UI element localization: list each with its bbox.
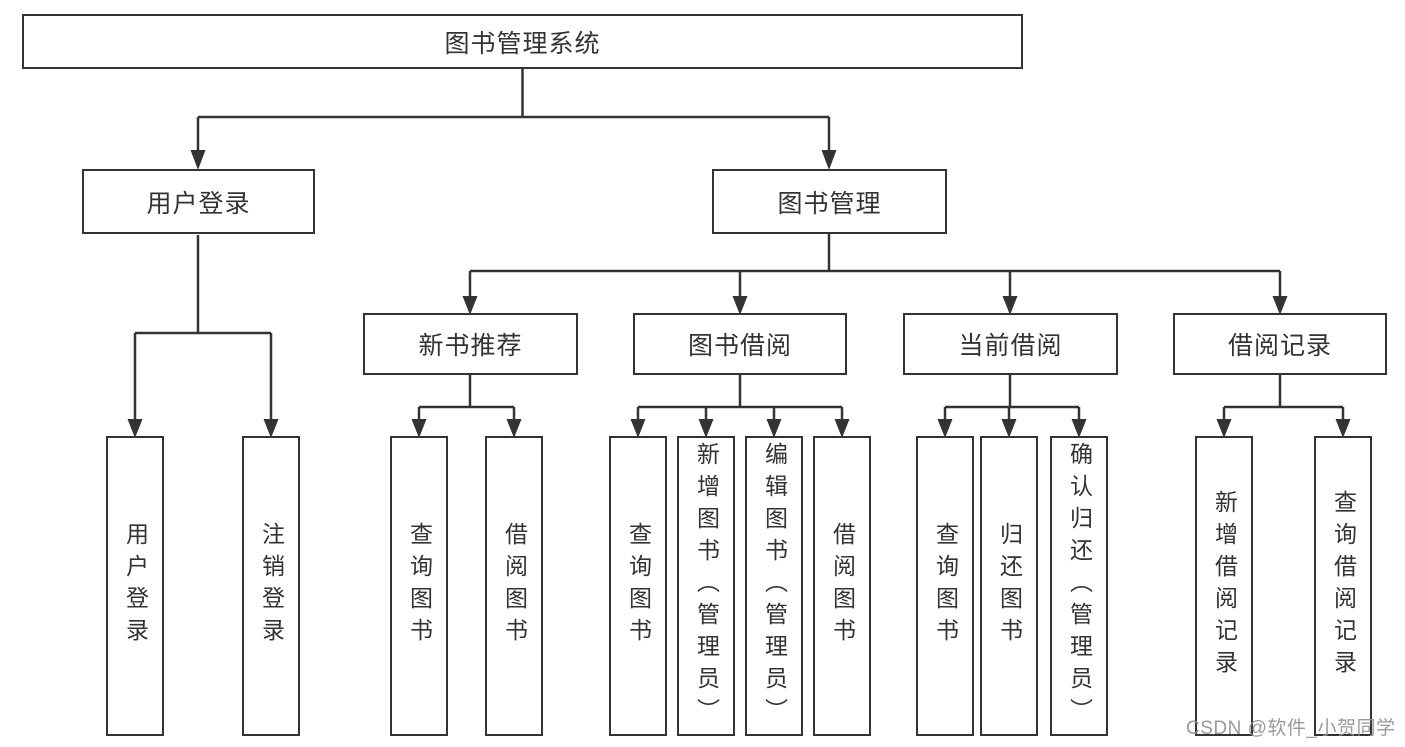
leaf-borrow-books: 借阅图书 [813, 436, 871, 736]
leaf-query-books-recommend: 查询图书 [390, 436, 448, 736]
leaf-borrow-books-recommend: 借阅图书 [485, 436, 543, 736]
leaf-confirm-return-admin: 确认归还（管理员） [1050, 436, 1108, 736]
node-book-management-label: 图书管理 [777, 189, 882, 218]
leaf-edit-books-admin: 编辑图书（管理员） [745, 436, 803, 736]
node-new-book-recommend-label: 新书推荐 [418, 332, 523, 360]
leaf-label: 编辑图书（管理员） [761, 442, 788, 730]
leaf-label: 归还图书 [996, 522, 1023, 650]
node-current-borrow-label: 当前借阅 [958, 332, 1063, 360]
leaf-add-books-admin: 新增图书（管理员） [677, 436, 735, 736]
leaf-logout: 注销登录 [242, 436, 300, 736]
node-current-borrow: 当前借阅 [903, 313, 1118, 375]
leaf-label: 借阅图书 [501, 522, 528, 650]
node-borrow-record-label: 借阅记录 [1227, 332, 1332, 360]
node-user-login-label: 用户登录 [146, 189, 251, 218]
leaf-label: 注销登录 [258, 522, 285, 650]
node-borrow-record: 借阅记录 [1173, 313, 1387, 375]
leaf-label: 查询借阅记录 [1330, 490, 1357, 682]
node-book-borrow: 图书借阅 [633, 313, 847, 375]
leaf-query-books-borrow: 查询图书 [609, 436, 667, 736]
leaf-label: 用户登录 [122, 522, 149, 650]
node-root-label: 图书管理系统 [444, 29, 601, 58]
node-book-management: 图书管理 [712, 169, 947, 234]
leaf-return-books: 归还图书 [980, 436, 1038, 736]
leaf-query-books-current: 查询图书 [916, 436, 974, 736]
leaf-label: 新增借阅记录 [1211, 490, 1238, 682]
leaf-label: 借阅图书 [829, 522, 856, 650]
leaf-label: 确认归还（管理员） [1066, 442, 1093, 730]
leaf-label: 查询图书 [625, 522, 652, 650]
node-book-borrow-label: 图书借阅 [687, 332, 792, 360]
csdn-watermark: CSDN @软件_小贺同学 [1186, 718, 1396, 739]
leaf-user-login: 用户登录 [106, 436, 164, 736]
leaf-label: 查询图书 [406, 522, 433, 650]
leaf-label: 查询图书 [932, 522, 959, 650]
node-new-book-recommend: 新书推荐 [363, 313, 578, 375]
leaf-query-borrow-record: 查询借阅记录 [1314, 436, 1372, 736]
node-root: 图书管理系统 [22, 14, 1023, 69]
leaf-label: 新增图书（管理员） [693, 442, 720, 730]
leaf-add-borrow-record: 新增借阅记录 [1195, 436, 1253, 736]
node-user-login: 用户登录 [82, 169, 315, 234]
